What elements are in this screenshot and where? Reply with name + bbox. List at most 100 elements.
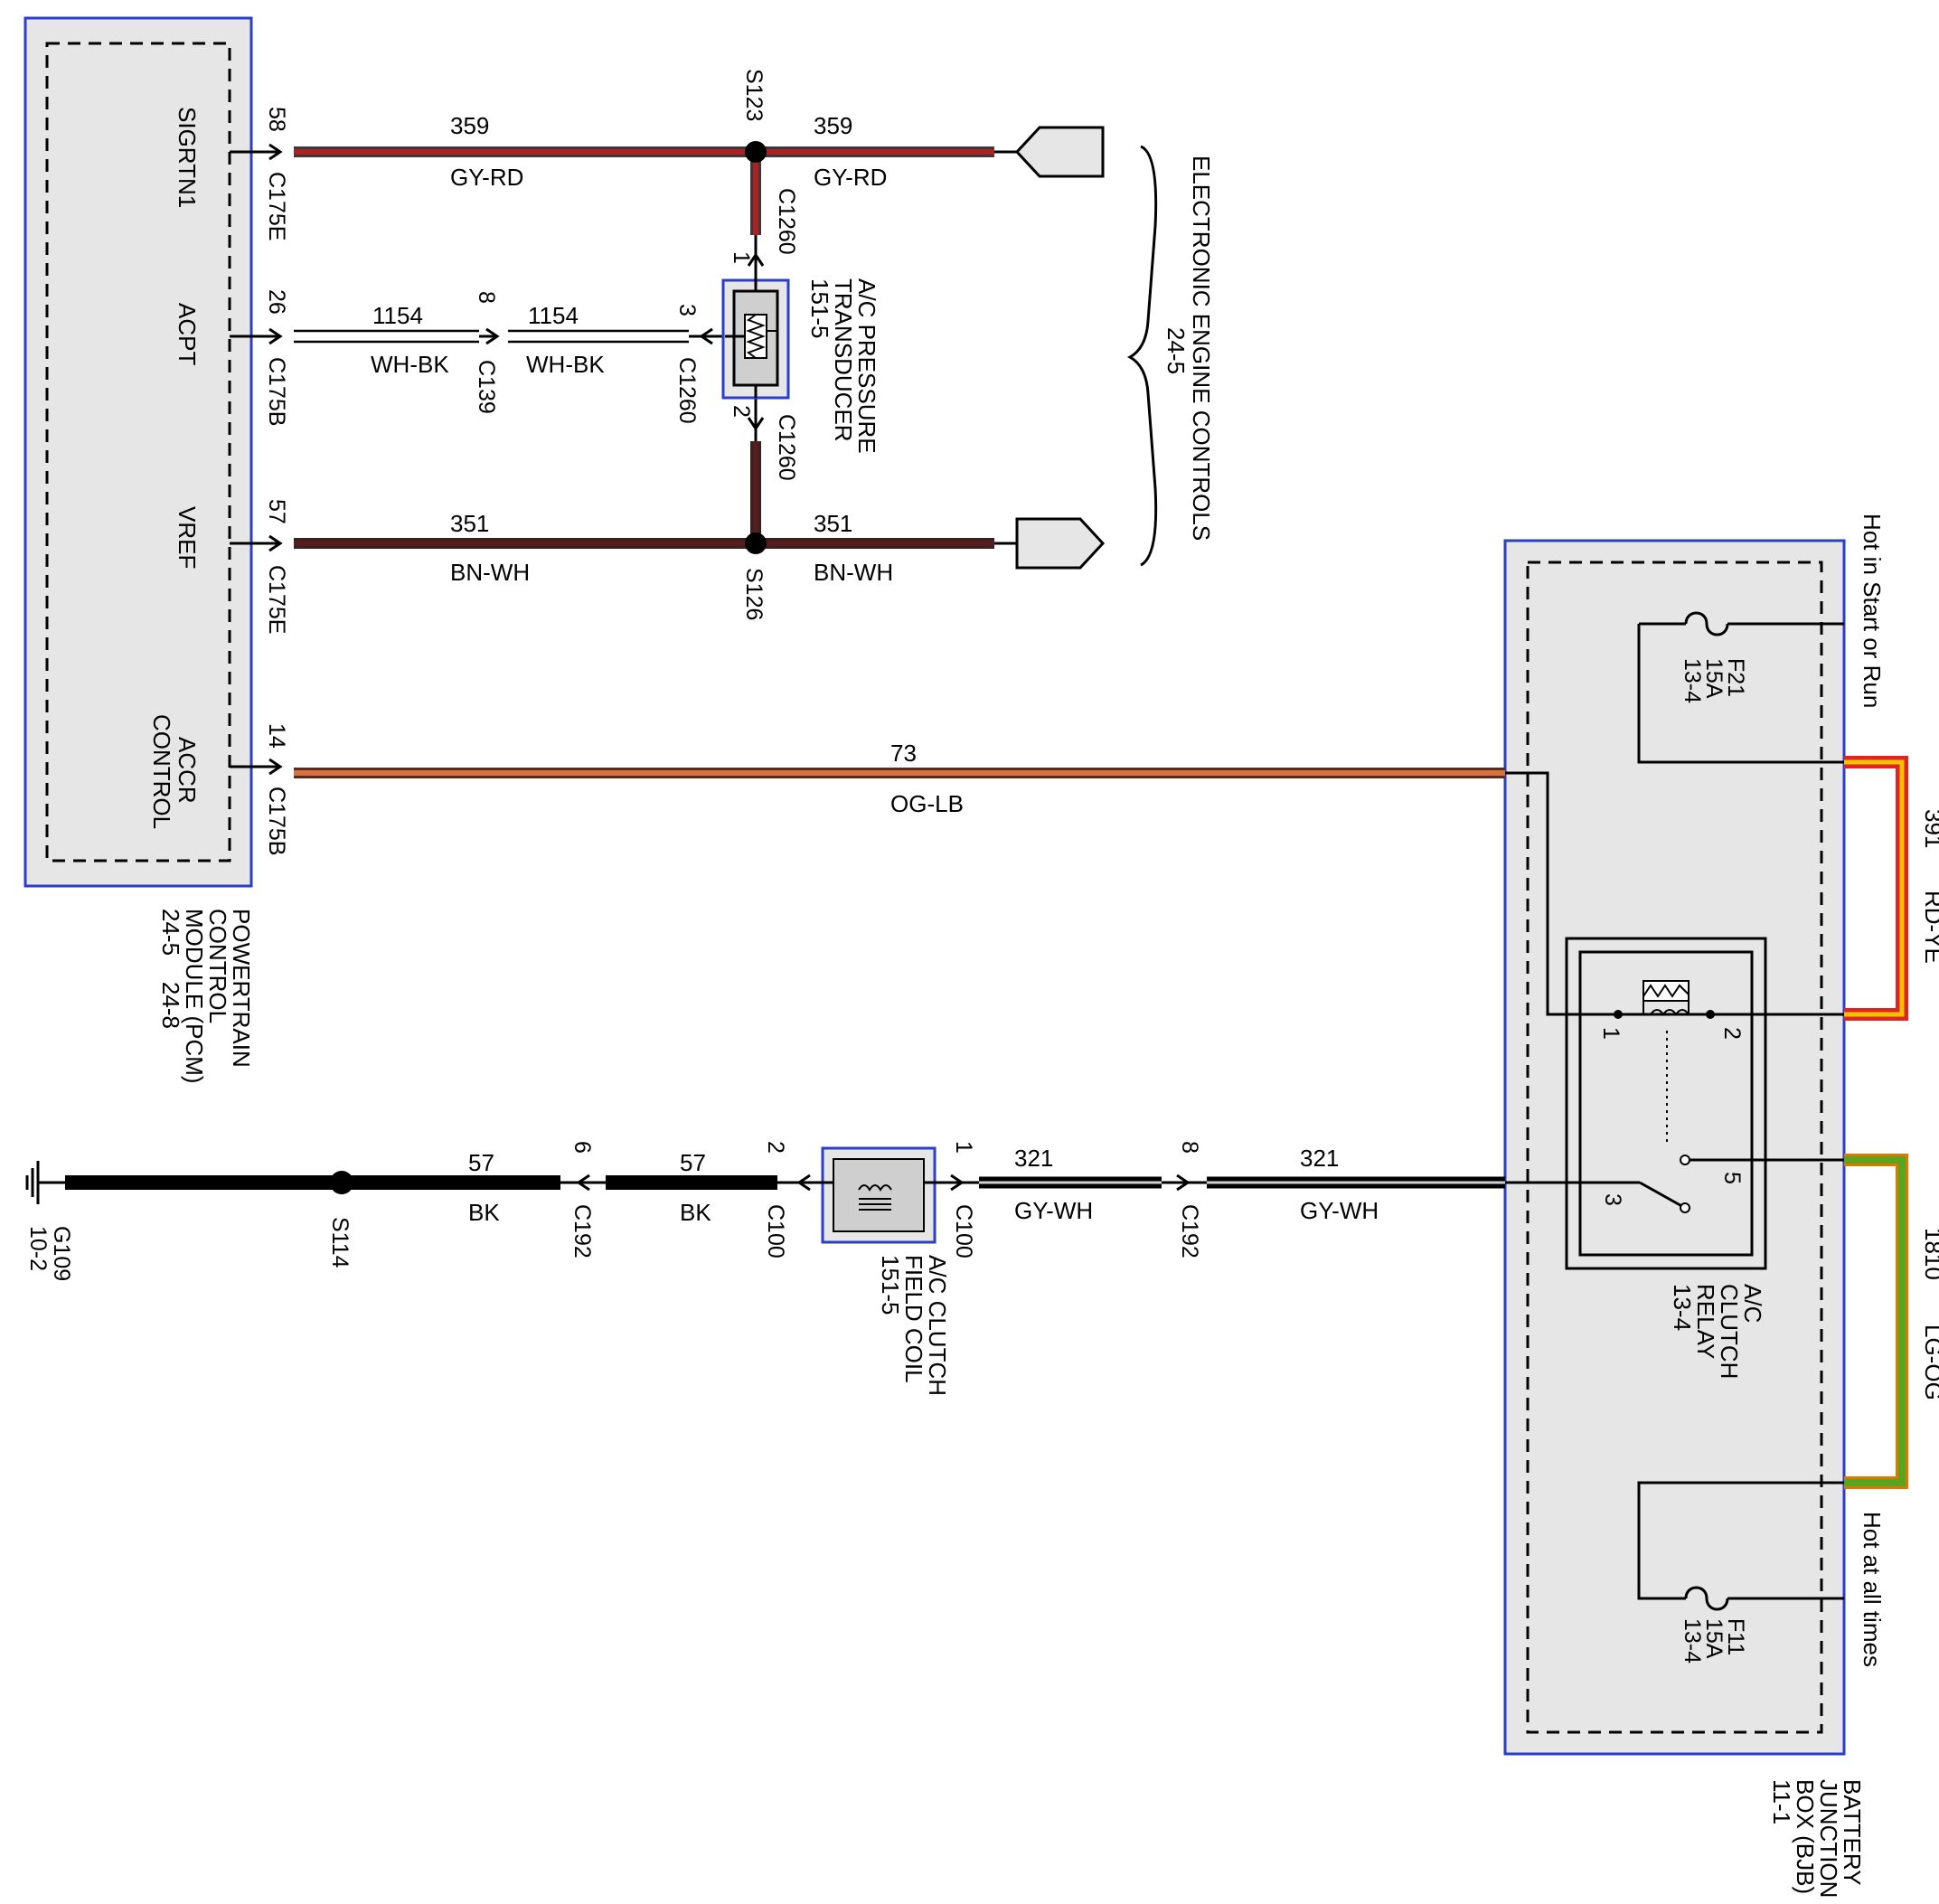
eec-brace [1126, 145, 1158, 567]
wire-321-gy-wh [938, 1174, 1510, 1192]
eec-ref: 24-5 [1162, 327, 1190, 374]
ac-pressure-transducer [721, 252, 790, 431]
relay-label-line4: 13-4 [1669, 1284, 1696, 1331]
pcm-caption-line3: MODULE (PCM) [181, 909, 208, 1084]
c100-pin2: 2 [763, 1141, 788, 1154]
c100-label-right: C100 [951, 1204, 976, 1258]
relay-pin1: 1 [1598, 1027, 1624, 1040]
relay-label-line1: A/C [1739, 1284, 1766, 1323]
pcm-connector-labels: 58 C175E 26 C175B 57 C175E 14 C175B [264, 107, 289, 855]
wire-73-og-lb [294, 768, 1618, 1016]
wire-57-number-right: 57 [680, 1149, 706, 1176]
pin-57: 57 [264, 499, 289, 524]
eec-pointer-top [1014, 126, 1105, 178]
c139-pin: 8 [474, 291, 499, 304]
ground-g109: G109 [49, 1226, 74, 1281]
connector-arrow-c192-6 [576, 1174, 590, 1192]
c192-label-left: C192 [569, 1204, 595, 1258]
wire-57-color-right: BK [680, 1199, 711, 1226]
pin-14: 14 [264, 723, 289, 749]
wire-1810-color: LG-OG [1920, 1324, 1939, 1400]
fuse-f21-ref: 13-4 [1680, 658, 1705, 703]
wire-359-color-left: GY-RD [450, 164, 523, 191]
c1260-pin1: 1 [729, 251, 754, 264]
splice-s123 [745, 141, 767, 163]
fuse-f11 [1637, 1481, 1844, 1611]
pin-58: 58 [264, 107, 289, 132]
field-coil-label-line1: A/C CLUTCH [924, 1255, 951, 1396]
wire-351-bn-wh [294, 398, 1017, 549]
hot-at-all-times: Hot at all times [1859, 1512, 1886, 1667]
conn-c175b-bottom: C175B [264, 787, 289, 855]
wire-359-number-right: 359 [814, 112, 852, 139]
c1260-label-upper: C1260 [774, 188, 799, 255]
relay-pin5: 5 [1719, 1172, 1745, 1184]
bjb-label-line2: JUNCTION [1815, 1779, 1842, 1898]
wire-321-number-left: 321 [1014, 1145, 1053, 1172]
pcm-pin-vref: VREF [174, 506, 201, 569]
pin-26: 26 [264, 289, 289, 315]
fuse-f11-rating: 15A [1701, 1618, 1727, 1659]
pcm-module: SIGRTN1 ACPT VREF ACCR CONTROL [24, 16, 253, 888]
bjb-module [1503, 539, 1846, 1756]
fuse-f11-name: F11 [1723, 1618, 1748, 1655]
connector-arrow-c175e-57 [268, 534, 283, 552]
wire-351-number-right: 351 [814, 510, 852, 537]
relay-pin2: 2 [1719, 1027, 1745, 1040]
c1260-label-left: C1260 [674, 357, 700, 424]
connector-arrow-c175b-14 [268, 758, 283, 776]
c1260-label-lower: C1260 [774, 414, 799, 481]
splice-s126-label: S126 [741, 568, 767, 620]
fuse-f21-rating: 15A [1701, 658, 1727, 699]
wire-391-number: 391 [1920, 809, 1939, 848]
c1260-pin3: 3 [674, 304, 700, 316]
wire-73-color: OG-LB [890, 790, 964, 817]
pcm-control-label: CONTROL [148, 714, 175, 829]
wire-321-color-left: GY-WH [1014, 1197, 1093, 1224]
field-coil-label-line2: FIELD COIL [900, 1255, 927, 1383]
wire-1810-number: 1810 [1920, 1228, 1939, 1280]
bjb-label-line4: 11-1 [1768, 1779, 1795, 1824]
fuse-f21 [1637, 611, 1844, 764]
conn-c175e-top: C175E [264, 172, 289, 240]
connector-arrow-c192-8 [1176, 1174, 1191, 1192]
wire-351-color-left: BN-WH [450, 559, 530, 586]
splice-s114 [330, 1171, 353, 1194]
wire-57-number-left: 57 [468, 1149, 494, 1176]
hot-in-start-or-run: Hot in Start or Run [1859, 514, 1886, 708]
wire-359-gy-rd [294, 146, 1017, 255]
c139-label: C139 [474, 360, 499, 414]
transducer-label-line2: TRANSDUCER [830, 278, 857, 442]
ac-clutch-relay [1510, 937, 1844, 1270]
transducer-label-line3: 151-5 [806, 278, 833, 339]
wire-359-color-right: GY-RD [814, 164, 887, 191]
wire-351-color-right: BN-WH [814, 559, 893, 586]
ground-ref: 10-2 [25, 1226, 51, 1271]
splice-s114-label: S114 [327, 1217, 353, 1268]
relay-label-line3: RELAY [1692, 1284, 1719, 1359]
wire-391-color: RD-YE [1920, 891, 1939, 964]
c1260-pin2: 2 [729, 405, 754, 418]
eec-label: ELECTRONIC ENGINE CONTROLS [1188, 156, 1215, 541]
wire-321-color-right: GY-WH [1300, 1197, 1379, 1224]
ground-symbol [25, 1161, 65, 1204]
resistor-zigzag [746, 314, 766, 359]
eec-pointer-bottom [1015, 517, 1106, 570]
relay-label-line2: CLUTCH [1716, 1284, 1743, 1379]
c192-label-right: C192 [1177, 1204, 1202, 1258]
connector-arrow-c175e-58 [268, 143, 283, 161]
splice-s123-label: S123 [741, 69, 767, 121]
pcm-caption-line1: POWERTRAIN [228, 909, 255, 1068]
connector-arrow-c139 [485, 327, 500, 345]
connector-arrow-c100-1 [950, 1174, 965, 1192]
wire-1154-number-right: 1154 [528, 302, 579, 329]
wire-359-number-left: 359 [450, 112, 489, 139]
fuse-f11-ref: 13-4 [1680, 1618, 1705, 1664]
c100-label-left: C100 [763, 1204, 788, 1258]
wire-1154-wh-bk [294, 327, 725, 345]
bjb-label-line3: BOX (BJB) [1792, 1779, 1819, 1894]
splice-s126 [745, 533, 767, 554]
wire-1810-lg-og [1844, 1154, 1908, 1489]
wire-57-color-left: BK [468, 1199, 500, 1226]
pcm-stubs [230, 143, 283, 776]
